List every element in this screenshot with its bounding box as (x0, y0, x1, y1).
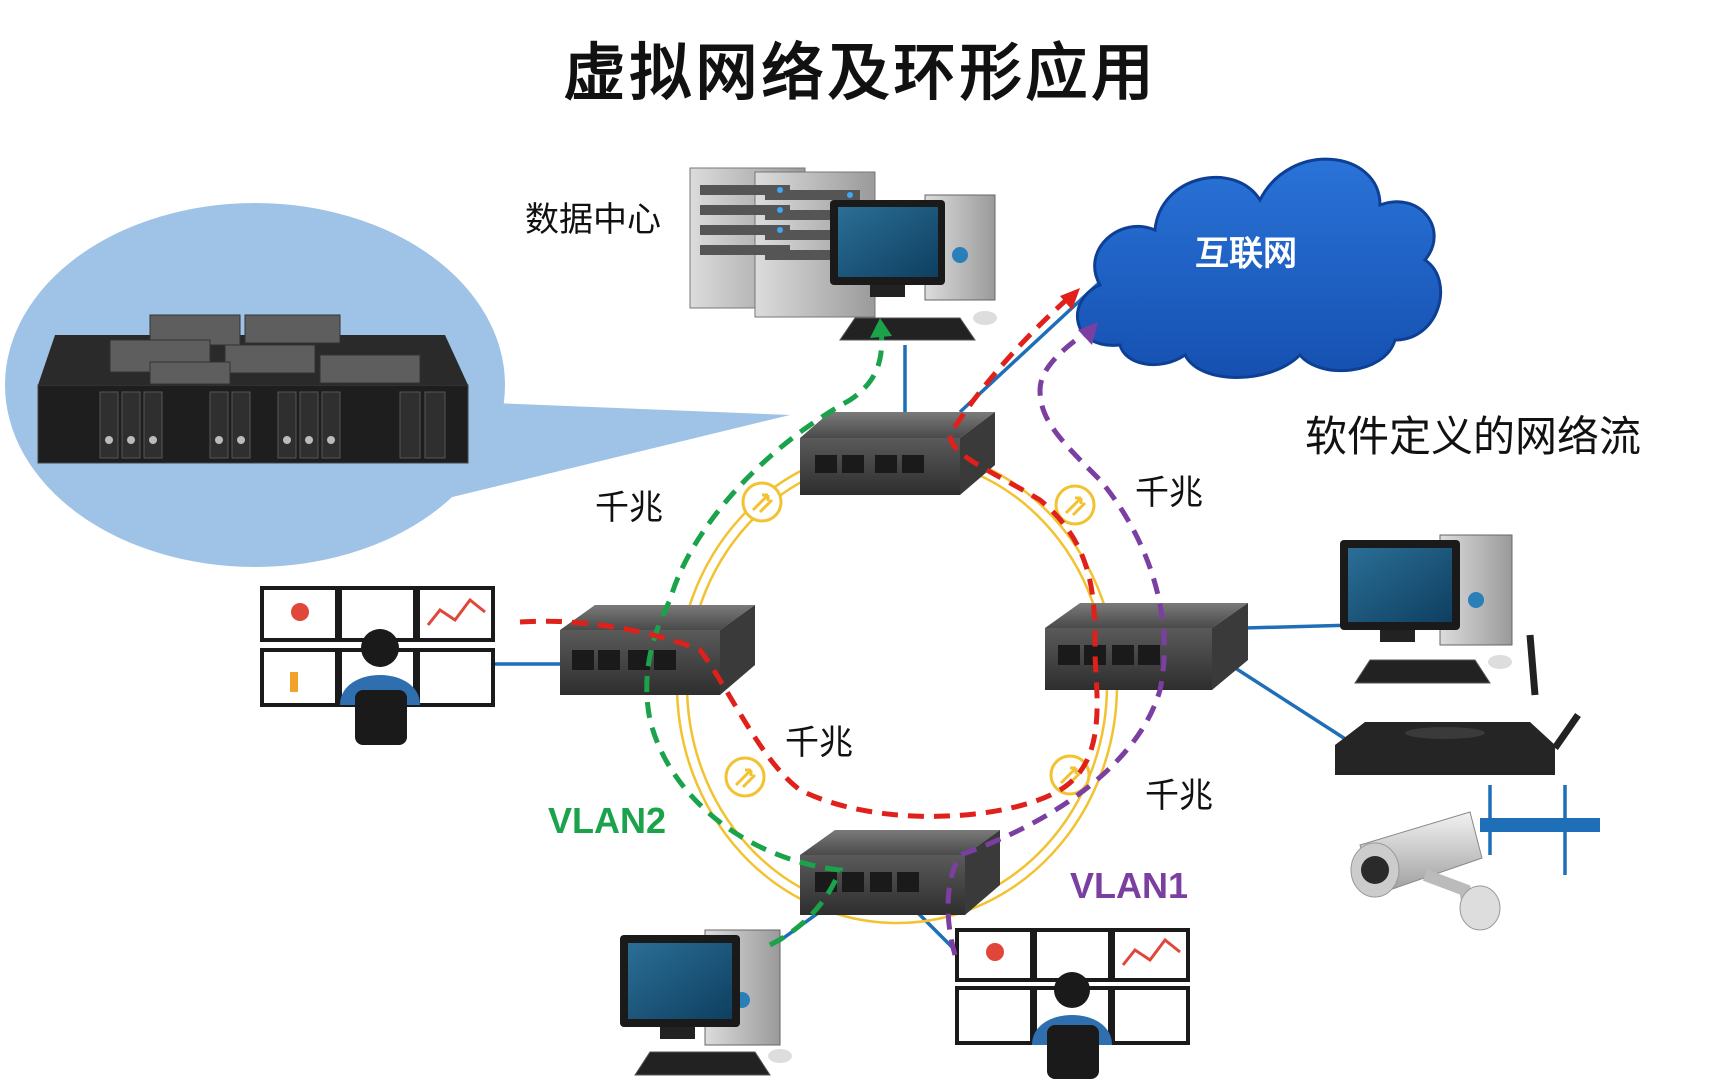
switch-bottom (800, 830, 1000, 915)
switch-left (560, 605, 755, 695)
link-router (1214, 653, 1351, 744)
internet-arrowhead (1060, 288, 1080, 310)
link-right-pc (1244, 623, 1356, 630)
vlan1-label: VLAN1 (1070, 865, 1189, 906)
left-operator-station (260, 586, 495, 745)
gigabit-label-center: 千兆 (785, 723, 853, 763)
rack-chassis-image (37, 314, 469, 464)
vlan2-arrowhead (870, 318, 892, 338)
rate-icon-bottom-right (1049, 754, 1091, 796)
gigabit-label-right: 千兆 (1135, 473, 1203, 513)
internet-flow-path (519, 293, 1100, 819)
internet-cloud (1075, 157, 1443, 379)
security-camera (1350, 811, 1501, 931)
gigabit-label-bottom-right: 千兆 (1145, 776, 1213, 816)
bottom-operator-station (955, 928, 1190, 1079)
datacenter-pc (830, 194, 997, 341)
vlan1-arrowhead (1078, 322, 1098, 345)
vlan2-flow-path (644, 319, 885, 948)
vlan2-label: VLAN2 (548, 800, 667, 841)
ring-rate-icons (724, 481, 1096, 798)
switch-right (1045, 603, 1248, 690)
switch-top (800, 412, 995, 495)
rate-icon-top-right (1054, 484, 1096, 526)
rate-icon-bottom-left (724, 756, 766, 798)
rate-icon-top-left (741, 481, 783, 523)
diagram-title: 虚拟网络及环形应用 (563, 36, 1158, 109)
vlan1-flow-path (945, 327, 1167, 956)
bottom-pc (620, 929, 792, 1076)
internet-label: 互联网 (1195, 234, 1297, 274)
gigabit-label-left: 千兆 (595, 488, 663, 528)
wireless-router (1335, 634, 1581, 775)
sdn-label: 软件定义的网络流 (1305, 412, 1642, 461)
right-pc (1340, 534, 1513, 684)
datacenter-label: 数据中心 (525, 200, 661, 240)
